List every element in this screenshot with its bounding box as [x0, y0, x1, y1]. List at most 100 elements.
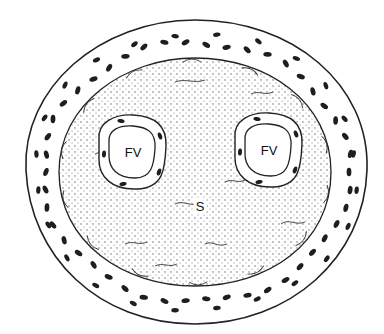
nucleus — [254, 37, 263, 45]
nucleus — [295, 262, 304, 271]
endothelial-nucleus — [156, 168, 162, 176]
boundary-cell — [125, 67, 142, 78]
boundary-cell — [183, 59, 201, 62]
stroma-fiber — [281, 222, 305, 224]
nucleus — [354, 186, 359, 194]
nucleus — [160, 297, 170, 305]
fetal-vessel: FV — [93, 110, 171, 194]
endothelial-nucleus — [255, 179, 263, 184]
nucleus — [253, 295, 262, 302]
nucleus — [160, 39, 169, 46]
stroma-fiber — [155, 264, 177, 266]
nucleus — [333, 116, 338, 124]
nucleus — [42, 167, 49, 177]
nucleus — [44, 203, 49, 212]
stroma-boundary — [59, 58, 331, 286]
nucleus — [296, 73, 305, 80]
nucleus — [89, 260, 97, 270]
nucleus — [351, 150, 357, 158]
boundary-cell — [324, 185, 331, 203]
nucleus — [282, 59, 290, 69]
nucleus — [340, 114, 348, 122]
nucleus — [292, 55, 301, 62]
nucleus — [89, 75, 99, 82]
nucleus — [43, 150, 50, 159]
nucleus — [333, 219, 341, 229]
boundary-cell — [81, 97, 94, 113]
nucleus — [201, 41, 211, 49]
nucleus — [222, 44, 231, 51]
stroma-region: S FV FV — [55, 54, 335, 290]
endothelial-nucleus — [292, 166, 298, 174]
nucleus — [51, 115, 56, 124]
vessel-lumen — [245, 124, 291, 176]
trophoblast-nuclei — [34, 32, 359, 313]
boundary-cell — [61, 190, 68, 208]
nucleus — [243, 292, 252, 298]
nucleus — [213, 32, 221, 38]
boundary-cell — [291, 93, 305, 109]
nucleus — [74, 86, 81, 95]
nucleus — [222, 294, 232, 302]
stroma-label: S — [194, 199, 207, 214]
endothelial-nucleus — [119, 181, 127, 186]
nucleus — [104, 273, 114, 280]
nucleus — [61, 236, 68, 245]
endothelial-nucleus — [293, 130, 299, 138]
nucleus — [291, 279, 300, 287]
endothelial-nucleus — [157, 132, 163, 140]
endothelial-nucleus — [238, 148, 243, 156]
nucleus — [139, 294, 148, 300]
nucleus — [347, 186, 353, 195]
endothelial-nucleus — [253, 116, 261, 121]
endothelial-nucleus — [102, 150, 107, 158]
boundary-cell — [322, 135, 329, 153]
nucleus — [345, 222, 352, 231]
nucleus — [171, 308, 179, 312]
boundary-cell — [85, 236, 99, 252]
endothelial-nucleus — [117, 118, 125, 123]
nucleus — [321, 233, 329, 243]
boundary-cell — [131, 269, 149, 279]
nucleus — [310, 87, 317, 96]
nucleus — [343, 203, 350, 212]
nucleus — [347, 168, 352, 176]
nucleus — [341, 132, 350, 142]
nucleus — [120, 284, 129, 293]
fetal-vessel: FV — [229, 108, 307, 192]
nucleus — [323, 81, 329, 90]
nucleus — [323, 254, 331, 263]
nucleus — [181, 38, 191, 46]
boundary-cell — [60, 141, 67, 159]
boundary-cell — [242, 65, 260, 75]
nucleus — [171, 33, 179, 38]
nucleus — [181, 298, 190, 304]
nucleus — [281, 276, 291, 284]
nucleus — [92, 56, 101, 63]
nucleus — [139, 42, 148, 51]
nucleus — [121, 54, 130, 59]
nucleus — [130, 40, 139, 48]
stroma-fiber — [225, 180, 245, 182]
nucleus — [63, 253, 70, 262]
nucleus — [202, 296, 211, 302]
vessel-lumen — [109, 126, 155, 178]
boundary-cell — [296, 231, 309, 247]
nucleus — [91, 282, 100, 289]
nucleus — [129, 300, 138, 307]
nucleus — [62, 81, 69, 90]
vessel-wall — [235, 113, 302, 187]
nucleus — [74, 249, 84, 258]
vessel-label: FV — [123, 145, 144, 160]
nucleus — [105, 63, 113, 73]
nucleus — [263, 52, 272, 57]
nucleus — [59, 99, 69, 108]
stroma-fiber — [205, 243, 227, 245]
nucleus — [34, 150, 39, 158]
nucleus — [44, 221, 52, 230]
nucleus — [36, 186, 41, 194]
stroma-fiber — [251, 92, 273, 94]
boundary-cell — [248, 266, 265, 277]
nucleus — [43, 132, 52, 142]
